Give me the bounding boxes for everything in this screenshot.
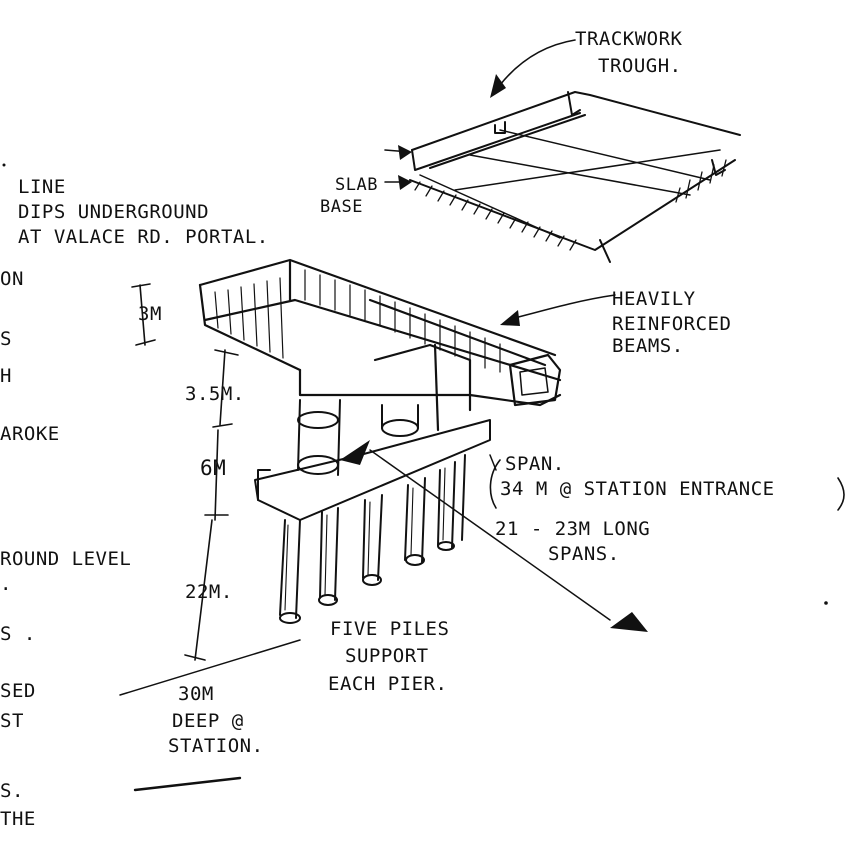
svg-text:BEAMS.: BEAMS. — [612, 335, 684, 357]
svg-text:DIPS UNDERGROUND: DIPS UNDERGROUND — [18, 201, 209, 223]
dimension-3-5m: 3.5M. — [185, 383, 245, 405]
svg-text:30M: 30M — [178, 683, 214, 705]
trackwork-trough-drawing — [409, 91, 741, 263]
dimension-22m: 22M. — [185, 581, 233, 603]
height-dimension-line — [131, 283, 239, 661]
arrowhead-icon — [610, 612, 648, 632]
svg-text:SPAN.: SPAN. — [505, 453, 565, 475]
svg-text:HEAVILY: HEAVILY — [612, 288, 696, 310]
deep-label: 30M DEEP @ STATION. — [168, 683, 264, 757]
svg-text:TRACKWORK: TRACKWORK — [575, 28, 683, 50]
arrowhead-icon — [340, 440, 370, 465]
svg-text:SUPPORT: SUPPORT — [345, 645, 429, 667]
pier-drawing — [254, 399, 491, 624]
trackwork-label: TRACKWORK TROUGH. — [575, 28, 683, 77]
svg-text:SLAB: SLAB — [335, 175, 378, 195]
arrowhead-icon — [500, 310, 520, 326]
dimension-3m: 3M — [138, 303, 162, 325]
svg-text:S.: S. — [0, 780, 24, 802]
svg-text:AROKE: AROKE — [0, 423, 60, 445]
svg-text:34 M @ STATION ENTRANCE: 34 M @ STATION ENTRANCE — [500, 478, 775, 500]
trackwork-leader — [490, 39, 576, 98]
long-spans-label: 21 - 23M LONG SPANS. — [495, 518, 650, 565]
stray-dot — [2, 163, 6, 167]
svg-text:ST: ST — [0, 710, 24, 732]
arrowhead-icon — [490, 74, 506, 98]
svg-text:DEEP @: DEEP @ — [172, 710, 244, 732]
stray-dot — [824, 601, 828, 605]
five-piles-label: FIVE PILES SUPPORT EACH PIER. — [328, 618, 449, 695]
svg-text:TROUGH.: TROUGH. — [598, 55, 682, 77]
dimension-6m: 6M — [200, 456, 226, 480]
svg-text:21 - 23M LONG: 21 - 23M LONG — [495, 518, 650, 540]
svg-text:S: S — [0, 328, 12, 350]
svg-text:THE: THE — [0, 808, 36, 830]
svg-text:SPANS.: SPANS. — [548, 543, 620, 565]
span-label: SPAN. 34 M @ STATION ENTRANCE — [489, 453, 845, 511]
svg-text:AT VALACE RD. PORTAL.: AT VALACE RD. PORTAL. — [18, 226, 269, 248]
leader-lines — [119, 294, 616, 792]
left-margin-notes: ON S H AROKE ROUND LEVEL . S . SED ST S.… — [0, 268, 131, 830]
svg-text:.: . — [0, 573, 12, 595]
svg-text:H: H — [0, 365, 12, 387]
svg-text:BASE: BASE — [320, 197, 363, 217]
svg-text:SED: SED — [0, 680, 36, 702]
beams-label: HEAVILY REINFORCED BEAMS. — [612, 288, 731, 357]
svg-text:EACH PIER.: EACH PIER. — [328, 673, 447, 695]
svg-text:LINE: LINE — [18, 176, 66, 198]
svg-text:ROUND LEVEL: ROUND LEVEL — [0, 548, 131, 570]
svg-text:FIVE PILES: FIVE PILES — [330, 618, 449, 640]
svg-text:STATION.: STATION. — [168, 735, 264, 757]
svg-text:ON: ON — [0, 268, 24, 290]
svg-text:REINFORCED: REINFORCED — [612, 313, 731, 335]
line-dips-label: LINE DIPS UNDERGROUND AT VALACE RD. PORT… — [18, 176, 269, 248]
viaduct-beams-drawing — [198, 258, 562, 432]
svg-text:S .: S . — [0, 623, 36, 645]
slab-base-label: SLAB BASE — [320, 175, 378, 217]
slab-base-arrows — [384, 145, 412, 190]
